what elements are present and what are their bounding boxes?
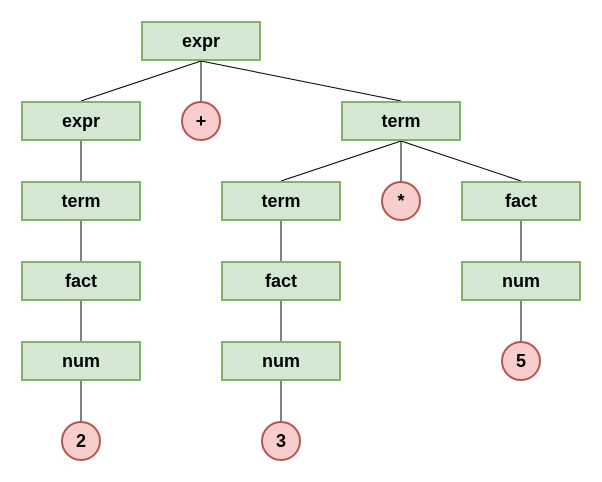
node-mid-fact: fact [221, 261, 341, 301]
node-value-2: 2 [61, 421, 101, 461]
node-right-term: term [341, 101, 461, 141]
node-mid-term: term [221, 181, 341, 221]
node-value-3: 3 [261, 421, 301, 461]
edge-right-term-term [280, 140, 402, 182]
edge-root-right-term [200, 60, 402, 102]
node-right-num: num [461, 261, 581, 301]
node-left-num: num [21, 341, 141, 381]
edge-right-term-fact [400, 140, 522, 182]
node-value-5: 5 [501, 341, 541, 381]
node-root-expr: expr [141, 21, 261, 61]
node-left-fact: fact [21, 261, 141, 301]
node-times-operator: * [381, 181, 421, 221]
node-mid-num: num [221, 341, 341, 381]
node-left-expr: expr [21, 101, 141, 141]
node-plus-operator: + [181, 101, 221, 141]
edge-root-left-expr [80, 60, 202, 102]
node-left-term: term [21, 181, 141, 221]
node-right-fact: fact [461, 181, 581, 221]
